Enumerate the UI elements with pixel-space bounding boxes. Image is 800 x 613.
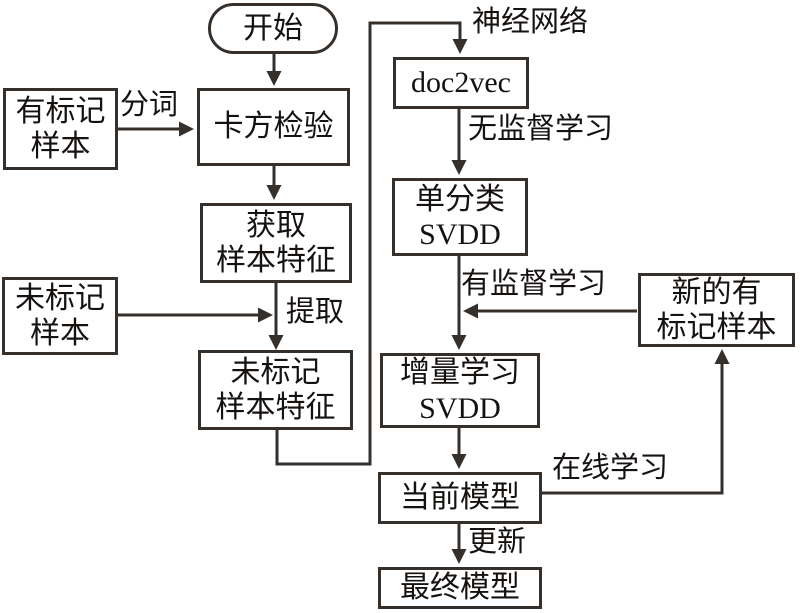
- edge-label-extract: 提取: [286, 296, 345, 328]
- node-unlabeled-sample-features: 未标记 样本特征: [198, 350, 353, 430]
- edge-label-online-learning: 在线学习: [552, 452, 669, 484]
- edge-unlabeled-features-to-doc2vec: [275, 21, 468, 466]
- edge-label-supervised-learning: 有监督学习: [461, 268, 607, 300]
- node-chi-square-test: 卡方检验: [197, 88, 350, 166]
- node-incremental-learning-svdd: 增量学习 SVDD: [380, 353, 540, 428]
- node-current-model: 当前模型: [378, 472, 542, 524]
- node-final-model: 最终模型: [378, 567, 542, 609]
- edge-label-update: 更新: [468, 526, 527, 558]
- node-doc2vec: doc2vec: [393, 57, 529, 109]
- node-unlabeled-samples: 未标记 样本: [2, 277, 118, 355]
- edge-current-model-to-new-labeled-samples: [542, 349, 730, 495]
- node-new-labeled-samples: 新的有 标记样本: [638, 273, 795, 347]
- edge-label-neural-network: 神经网络: [472, 6, 589, 38]
- edge-label-word-segmentation: 分词: [120, 89, 179, 121]
- node-start: 开始: [208, 3, 338, 54]
- edge-label-unsupervised-learning: 无监督学习: [468, 113, 614, 145]
- node-one-class-svdd: 单分类 SVDD: [392, 178, 528, 256]
- node-get-sample-features: 获取 样本特征: [200, 203, 352, 283]
- node-labeled-samples: 有标记 样本: [3, 88, 118, 170]
